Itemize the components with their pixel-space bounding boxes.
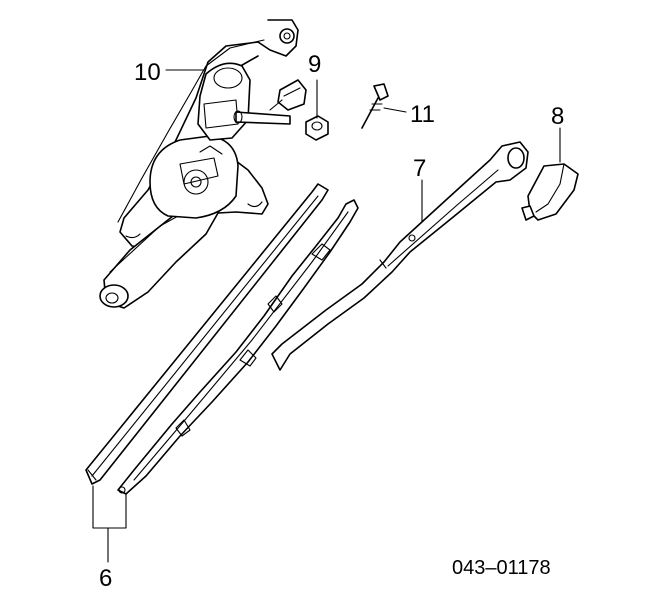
callout-10: 10 [134, 59, 161, 86]
catalog-code: 043–01178 [452, 557, 551, 579]
leader-lines [92, 69, 561, 563]
wiper-arm-pivot-hole [507, 147, 525, 169]
electrical-connector [277, 79, 307, 111]
bracket-mount-hole [279, 28, 295, 44]
callout-9: 9 [308, 51, 321, 78]
wiper-blade [85, 183, 359, 495]
wiper-blade-frame [117, 199, 359, 495]
callout-8: 8 [551, 103, 564, 130]
pivot-nut [305, 115, 329, 141]
wiper-arm [271, 141, 529, 371]
callout-7: 7 [413, 155, 426, 182]
motor-end-cap [99, 284, 129, 308]
screw [361, 83, 389, 129]
pivot-cap [521, 163, 579, 221]
wiper-motor-assembly [99, 19, 307, 309]
callout-11: 11 [410, 101, 435, 128]
callout-6: 6 [99, 565, 112, 592]
output-shaft [235, 111, 291, 125]
